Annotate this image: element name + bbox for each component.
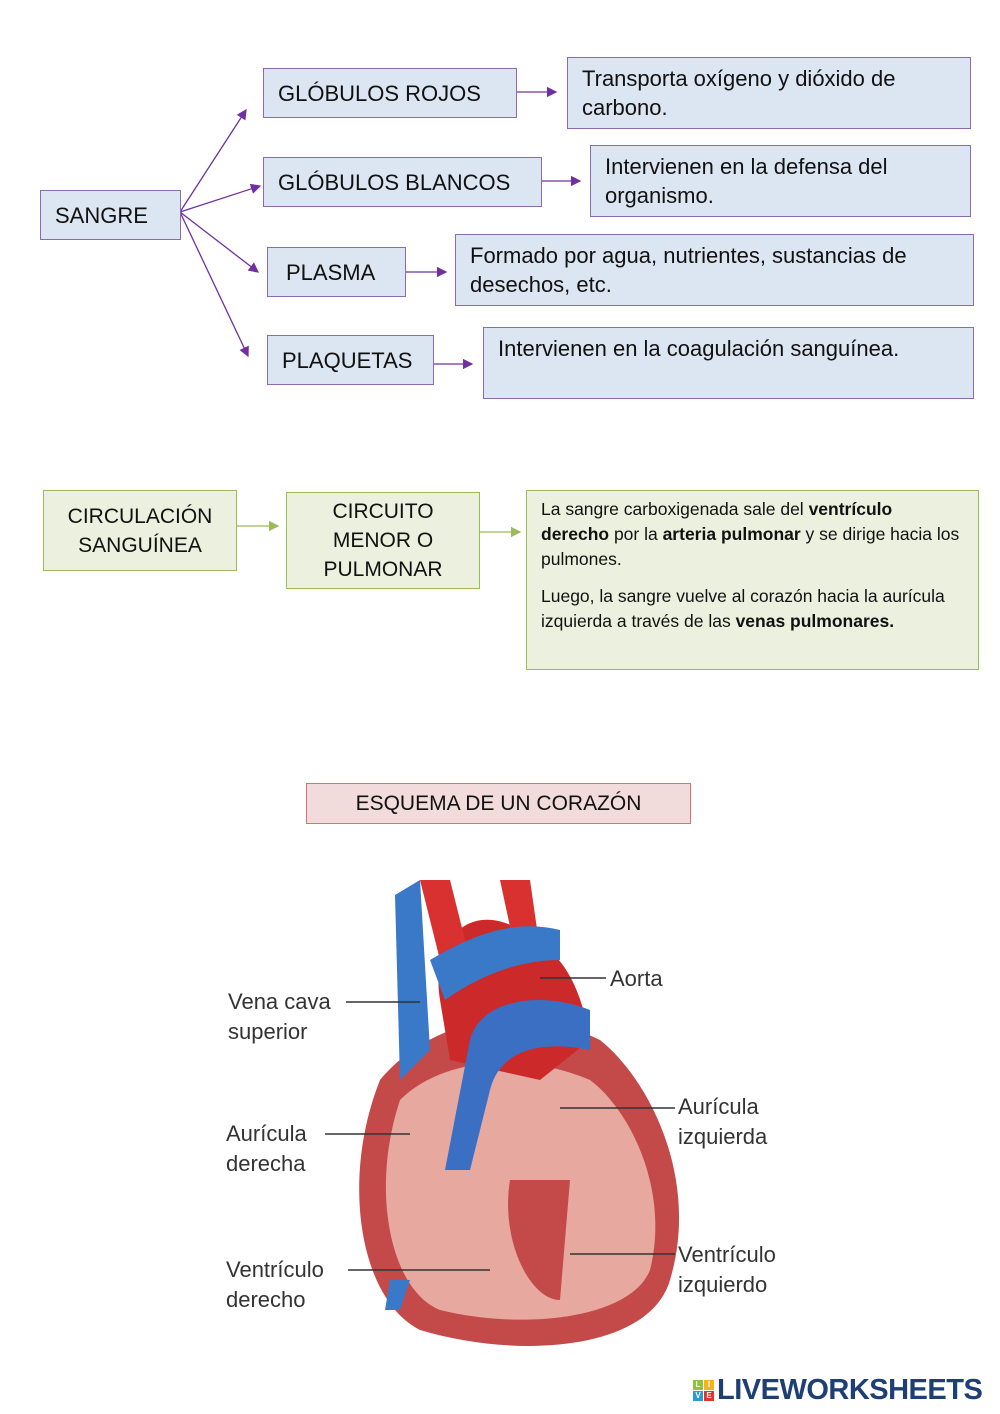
label-ventriculo-izquierdo: Ventrículo izquierdo <box>678 1242 776 1297</box>
paragraph-1: La sangre carboxigenada sale del ventríc… <box>541 497 964 572</box>
text: por la <box>609 524 663 544</box>
circulation-title: CIRCULACIÓN SANGUÍNEA <box>43 490 237 571</box>
text: Luego, la sangre vuelve al corazón hacia… <box>541 586 945 631</box>
text: y se dirige hacia los pulmones. <box>541 524 960 569</box>
heart-illustration <box>359 880 680 1346</box>
logo-icon: L I V E <box>693 1380 714 1401</box>
label-auricula-derecha: Aurícula derecha <box>226 1121 307 1176</box>
logo-letter: I <box>704 1380 714 1390</box>
logo-letter: E <box>704 1391 714 1401</box>
bold-text: ventrículo derecho <box>541 499 893 544</box>
item-description: Formado por agua, nutrientes, sustancias… <box>470 243 907 297</box>
item-description: Intervienen en la coagulación sanguínea. <box>498 336 900 361</box>
paragraph-2: Luego, la sangre vuelve al corazón hacia… <box>541 584 964 634</box>
circuit-description: La sangre carboxigenada sale del ventríc… <box>526 490 979 670</box>
logo-letter: V <box>693 1391 703 1401</box>
liveworksheets-logo: L I V E LIVEWORKSHEETS <box>693 1374 983 1407</box>
item-plaquetas: PLAQUETAS <box>267 335 434 385</box>
item-label: PLASMA <box>286 259 376 285</box>
label-auricula-izquierda: Aurícula izquierda <box>678 1094 768 1149</box>
label-vena-cava: Vena cava superior <box>228 989 331 1044</box>
item-label: PLAQUETAS <box>282 347 413 373</box>
item-globulos-blancos: GLÓBULOS BLANCOS <box>263 157 542 207</box>
item-label: GLÓBULOS BLANCOS <box>278 169 511 195</box>
heart-title-label: ESQUEMA DE UN CORAZÓN <box>355 791 642 815</box>
heart-title: ESQUEMA DE UN CORAZÓN <box>306 783 691 824</box>
item-label: GLÓBULOS ROJOS <box>278 80 481 106</box>
text: La sangre carboxigenada sale del <box>541 499 809 519</box>
label-ventriculo-derecho: Ventrículo derecho <box>226 1257 324 1312</box>
circulation-title-label: CIRCULACIÓN SANGUÍNEA <box>67 504 213 557</box>
item-globulos-rojos: GLÓBULOS ROJOS <box>263 68 517 118</box>
desc-plaquetas: Intervienen en la coagulación sanguínea. <box>483 327 974 399</box>
circuit-label: CIRCUITO MENOR O PULMONAR <box>323 500 443 581</box>
root-label: SANGRE <box>55 202 148 228</box>
bold-text: arteria pulmonar <box>662 524 801 544</box>
label-aorta: Aorta <box>610 966 663 991</box>
item-description: Intervienen en la defensa del organismo. <box>605 154 888 208</box>
item-description: Transporta oxígeno y dióxido de carbono. <box>582 66 896 120</box>
desc-plasma: Formado por agua, nutrientes, sustancias… <box>455 234 974 306</box>
desc-globulos-blancos: Intervienen en la defensa del organismo. <box>590 145 971 217</box>
bold-text: venas pulmonares. <box>735 611 895 631</box>
desc-globulos-rojos: Transporta oxígeno y dióxido de carbono. <box>567 57 971 129</box>
item-plasma: PLASMA <box>267 247 406 297</box>
logo-letter: L <box>693 1380 703 1390</box>
circuit-box: CIRCUITO MENOR O PULMONAR <box>286 492 480 589</box>
root-sangre: SANGRE <box>40 190 181 240</box>
logo-text: LIVEWORKSHEETS <box>717 1374 983 1406</box>
